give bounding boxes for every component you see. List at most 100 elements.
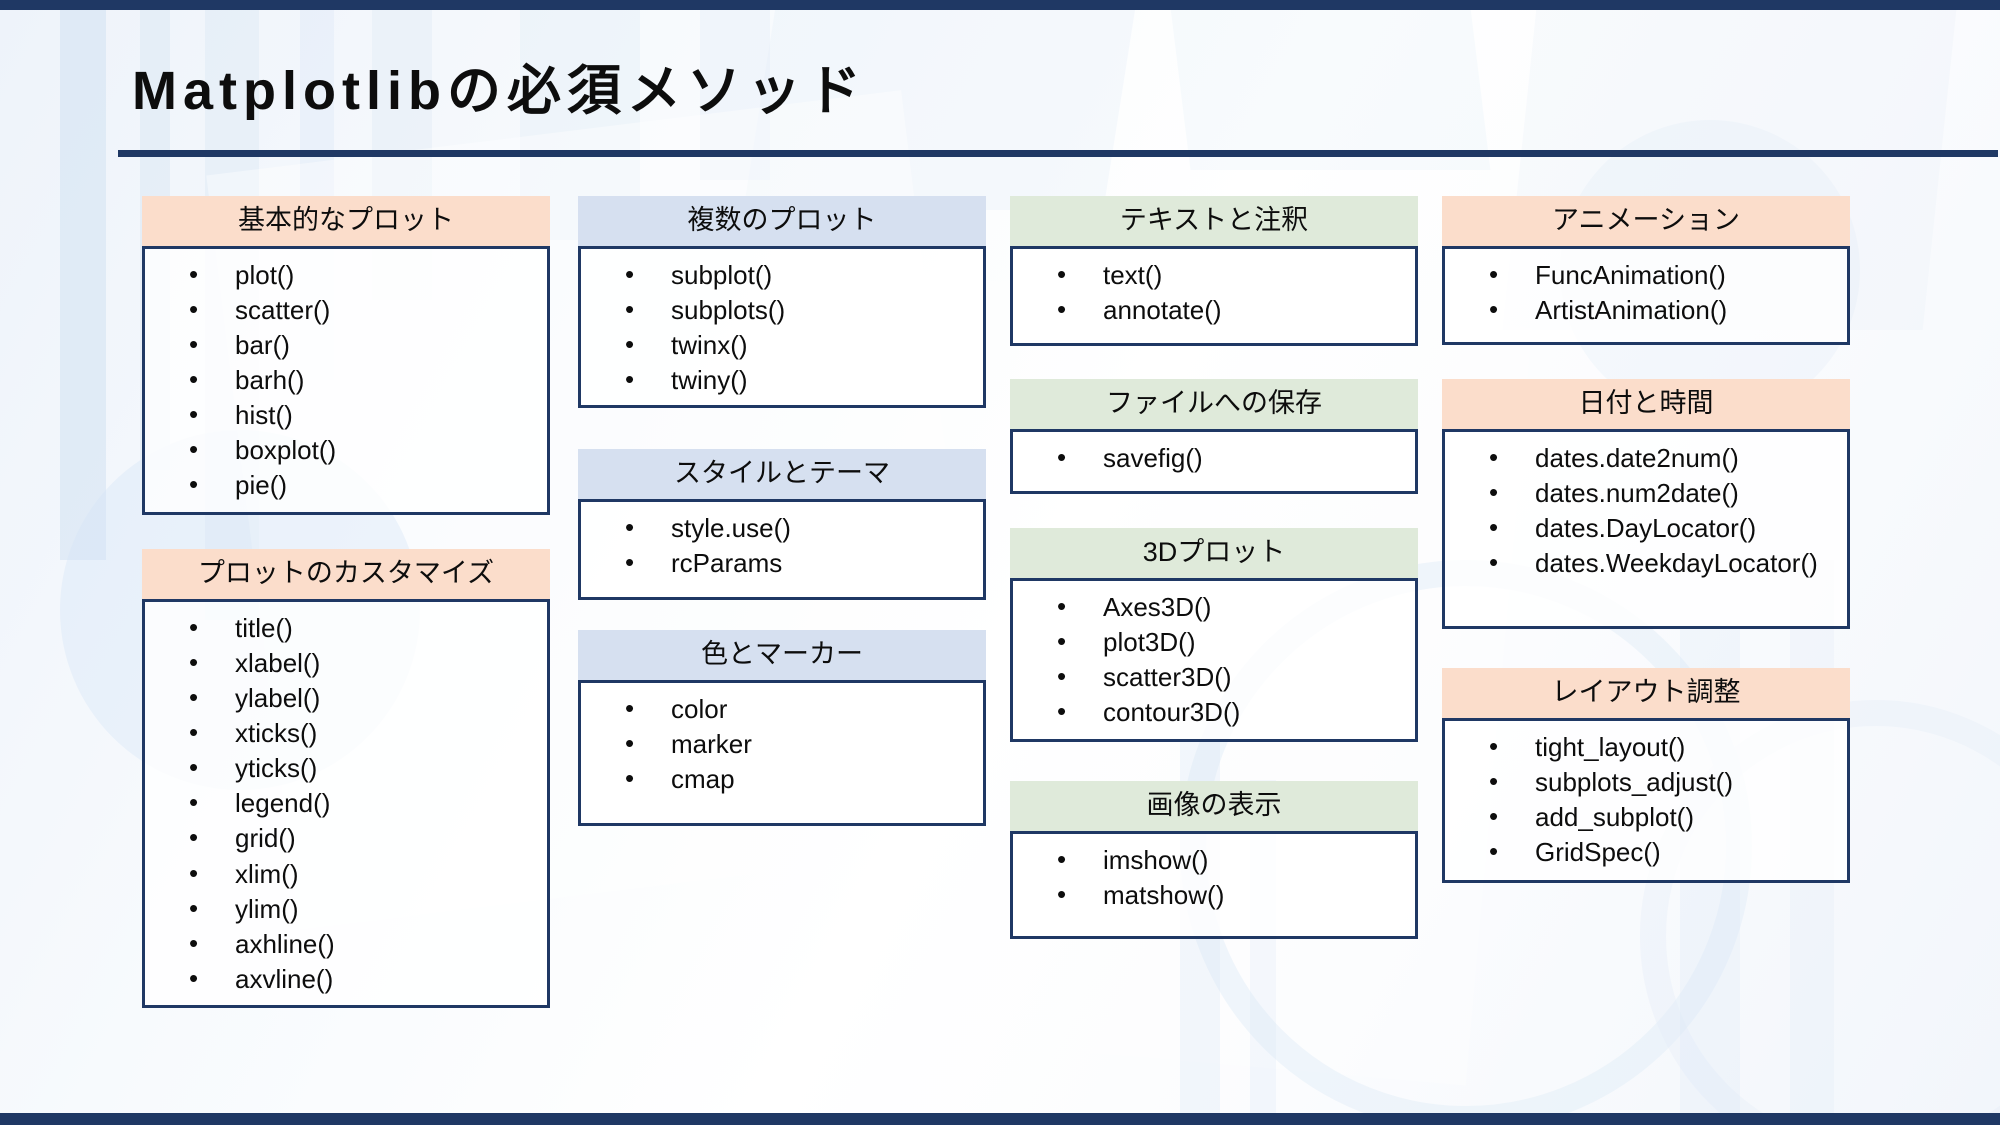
card-text-annotation: テキストと注釈 text() annotate() — [1010, 196, 1418, 346]
background-stripe — [60, 0, 106, 560]
card-plot-customize: プロットのカスタマイズ title() xlabel() ylabel() xt… — [142, 549, 550, 1008]
card-body-multiple-plots: subplot() subplots() twinx() twiny() — [578, 246, 986, 408]
list-item: bar() — [145, 330, 537, 366]
card-header-multiple-plots: 複数のプロット — [578, 196, 986, 246]
list-item: subplot() — [581, 260, 973, 296]
card-body-basic-plots: plot() scatter() bar() barh() hist() box… — [142, 246, 550, 515]
list-item: dates.date2num() — [1445, 443, 1837, 479]
card-header-date-time: 日付と時間 — [1442, 379, 1850, 429]
list-item: FuncAnimation() — [1445, 260, 1837, 296]
list-item: tight_layout() — [1445, 732, 1837, 768]
list-item: dates.WeekdayLocator() — [1445, 548, 1837, 577]
card-multiple-plots: 複数のプロット subplot() subplots() twinx() twi… — [578, 196, 986, 408]
method-list-save-to-file: savefig() — [1013, 443, 1405, 472]
list-item: twinx() — [581, 330, 973, 366]
list-item: scatter() — [145, 295, 537, 331]
list-item: dates.DayLocator() — [1445, 513, 1837, 549]
list-item: barh() — [145, 365, 537, 401]
list-item: subplots_adjust() — [1445, 767, 1837, 803]
card-date-time: 日付と時間 dates.date2num() dates.num2date() … — [1442, 379, 1850, 629]
card-body-color-marker: color marker cmap — [578, 680, 986, 826]
method-list-basic-plots: plot() scatter() bar() barh() hist() box… — [145, 260, 537, 500]
list-item: plot() — [145, 260, 537, 296]
list-item: axvline() — [145, 964, 537, 993]
list-item: title() — [145, 613, 537, 649]
method-list-plot-customize: title() xlabel() ylabel() xticks() ytick… — [145, 613, 537, 993]
list-item: color — [581, 694, 973, 730]
list-item: style.use() — [581, 513, 973, 549]
method-list-image-display: imshow() matshow() — [1013, 845, 1405, 909]
card-header-plot-customize: プロットのカスタマイズ — [142, 549, 550, 599]
list-item: plot3D() — [1013, 627, 1405, 663]
card-body-animation: FuncAnimation() ArtistAnimation() — [1442, 246, 1850, 345]
list-item: axhline() — [145, 929, 537, 965]
list-item: matshow() — [1013, 880, 1405, 909]
method-list-style-theme: style.use() rcParams — [581, 513, 973, 577]
list-item: rcParams — [581, 548, 973, 577]
method-list-animation: FuncAnimation() ArtistAnimation() — [1445, 260, 1837, 324]
list-item: ylabel() — [145, 683, 537, 719]
card-body-save-to-file: savefig() — [1010, 429, 1418, 494]
method-list-date-time: dates.date2num() dates.num2date() dates.… — [1445, 443, 1837, 577]
card-image-display: 画像の表示 imshow() matshow() — [1010, 781, 1418, 939]
card-header-save-to-file: ファイルへの保存 — [1010, 379, 1418, 429]
list-item: twiny() — [581, 365, 973, 394]
list-item: Axes3D() — [1013, 592, 1405, 628]
list-item: cmap — [581, 764, 973, 793]
list-item: marker — [581, 729, 973, 765]
card-body-date-time: dates.date2num() dates.num2date() dates.… — [1442, 429, 1850, 629]
list-item: xlabel() — [145, 648, 537, 684]
list-item: ylim() — [145, 894, 537, 930]
card-animation: アニメーション FuncAnimation() ArtistAnimation(… — [1442, 196, 1850, 345]
card-plot-3d: 3Dプロット Axes3D() plot3D() scatter3D() con… — [1010, 528, 1418, 742]
method-list-multiple-plots: subplot() subplots() twinx() twiny() — [581, 260, 973, 394]
list-item: xticks() — [145, 718, 537, 754]
list-item: text() — [1013, 260, 1405, 296]
method-list-text-annotation: text() annotate() — [1013, 260, 1405, 324]
card-body-plot-3d: Axes3D() plot3D() scatter3D() contour3D(… — [1010, 578, 1418, 742]
card-header-text-annotation: テキストと注釈 — [1010, 196, 1418, 246]
card-body-layout-adjust: tight_layout() subplots_adjust() add_sub… — [1442, 718, 1850, 883]
card-color-marker: 色とマーカー color marker cmap — [578, 630, 986, 826]
card-header-plot-3d: 3Dプロット — [1010, 528, 1418, 578]
list-item: xlim() — [145, 859, 537, 895]
list-item: contour3D() — [1013, 697, 1405, 726]
card-style-theme: スタイルとテーマ style.use() rcParams — [578, 449, 986, 600]
list-item: pie() — [145, 470, 537, 499]
card-body-style-theme: style.use() rcParams — [578, 499, 986, 600]
list-item: savefig() — [1013, 443, 1405, 472]
card-header-basic-plots: 基本的なプロット — [142, 196, 550, 246]
list-item: imshow() — [1013, 845, 1405, 881]
card-header-layout-adjust: レイアウト調整 — [1442, 668, 1850, 718]
card-body-text-annotation: text() annotate() — [1010, 246, 1418, 346]
list-item: yticks() — [145, 753, 537, 789]
title-underline-rule — [118, 150, 1998, 157]
top-accent-bar — [0, 0, 2000, 10]
bottom-accent-bar — [0, 1113, 2000, 1125]
list-item: add_subplot() — [1445, 802, 1837, 838]
list-item: legend() — [145, 788, 537, 824]
list-item: boxplot() — [145, 435, 537, 471]
method-list-plot-3d: Axes3D() plot3D() scatter3D() contour3D(… — [1013, 592, 1405, 726]
list-item: GridSpec() — [1445, 837, 1837, 866]
card-header-image-display: 画像の表示 — [1010, 781, 1418, 831]
card-header-color-marker: 色とマーカー — [578, 630, 986, 680]
list-item: annotate() — [1013, 295, 1405, 324]
card-layout-adjust: レイアウト調整 tight_layout() subplots_adjust()… — [1442, 668, 1850, 883]
method-list-color-marker: color marker cmap — [581, 694, 973, 793]
list-item: ArtistAnimation() — [1445, 295, 1837, 324]
card-header-style-theme: スタイルとテーマ — [578, 449, 986, 499]
page-title: Matplotlibの必須メソッド — [132, 61, 867, 121]
list-item: scatter3D() — [1013, 662, 1405, 698]
card-body-image-display: imshow() matshow() — [1010, 831, 1418, 939]
method-list-layout-adjust: tight_layout() subplots_adjust() add_sub… — [1445, 732, 1837, 866]
list-item: hist() — [145, 400, 537, 436]
list-item: dates.num2date() — [1445, 478, 1837, 514]
card-body-plot-customize: title() xlabel() ylabel() xticks() ytick… — [142, 599, 550, 1008]
background-panel — [1169, 0, 1491, 170]
card-save-to-file: ファイルへの保存 savefig() — [1010, 379, 1418, 494]
card-basic-plots: 基本的なプロット plot() scatter() bar() barh() h… — [142, 196, 550, 515]
card-header-animation: アニメーション — [1442, 196, 1850, 246]
list-item: subplots() — [581, 295, 973, 331]
